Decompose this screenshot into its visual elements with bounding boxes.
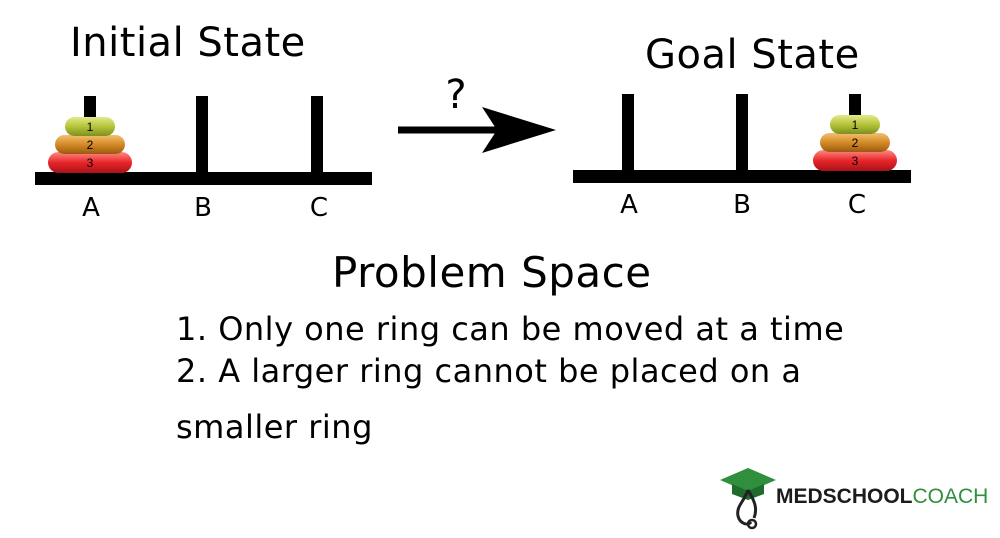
rule-1: 1. Only one ring can be moved at a time	[176, 310, 845, 348]
svg-text:2: 2	[87, 138, 94, 152]
peg-label-a: A	[82, 193, 100, 223]
initial-state-tower: 3 2 1 A B C	[35, 96, 372, 223]
peg-b	[196, 96, 208, 176]
svg-text:3: 3	[87, 156, 94, 170]
problem-space-heading: Problem Space	[332, 248, 652, 297]
peg-c	[311, 96, 323, 176]
graduation-cap-stethoscope-icon	[720, 468, 776, 530]
ring-3: 3	[813, 150, 897, 171]
peg-label-b: B	[733, 190, 751, 220]
question-mark: ?	[445, 72, 466, 118]
peg-label-c: C	[848, 190, 866, 220]
medschoolcoach-logo: MEDSCHOOLCOACH	[718, 462, 988, 532]
ring-2: 2	[820, 133, 890, 152]
peg-a	[622, 94, 634, 174]
logo-text-coach: COACH	[912, 485, 989, 508]
rule-2-continued: smaller ring	[176, 408, 373, 446]
goal-state-title: Goal State	[645, 32, 860, 78]
base-bar	[573, 170, 911, 183]
ring-1: 1	[65, 117, 115, 136]
goal-state-tower: 3 2 1 A B C	[573, 94, 911, 220]
ring-2: 2	[55, 135, 125, 154]
logo-text-med: MEDSCHOOL	[776, 485, 913, 508]
initial-state-title: Initial State	[70, 20, 306, 66]
base-bar	[35, 172, 372, 185]
arrow-head-icon	[482, 107, 556, 153]
peg-label-b: B	[194, 193, 212, 223]
svg-text:2: 2	[852, 136, 859, 150]
transition-arrow: ?	[398, 72, 556, 153]
tower-of-hanoi-diagram: 3 2 1 A B C ? 3 2	[35, 72, 911, 223]
svg-text:1: 1	[87, 120, 94, 134]
ring-3: 3	[48, 152, 132, 173]
peg-label-a: A	[620, 190, 638, 220]
ring-1: 1	[830, 115, 880, 134]
svg-text:1: 1	[852, 118, 859, 132]
peg-label-c: C	[310, 193, 328, 223]
rule-2: 2. A larger ring cannot be placed on a	[176, 352, 802, 390]
svg-text:3: 3	[852, 154, 859, 168]
peg-b	[736, 94, 748, 174]
